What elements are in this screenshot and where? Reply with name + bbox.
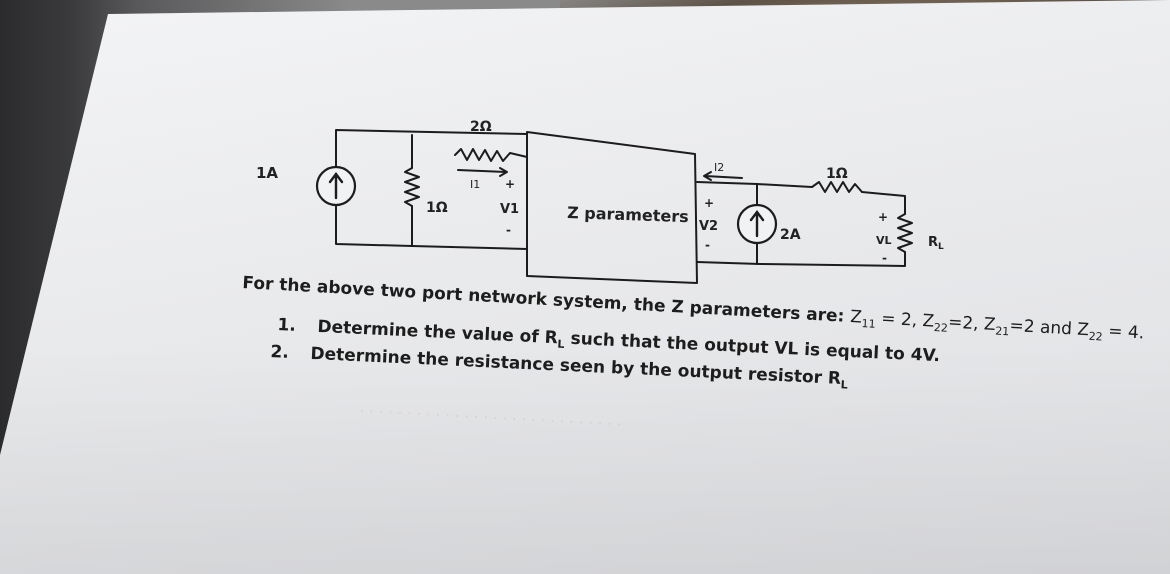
resistor-2ohm [454, 148, 528, 162]
arrow-i2-head [703, 171, 712, 181]
z-parameter-block [526, 131, 698, 284]
label-v2-minus: - [705, 238, 710, 252]
question-number: 2. [270, 342, 290, 363]
label-i1: I1 [470, 178, 480, 191]
label-r-1ohm-shunt: 1Ω [426, 200, 448, 216]
label-rl: RL [928, 235, 944, 252]
label-vl: VL [876, 234, 892, 247]
label-source-1a: 1A [256, 164, 278, 182]
label-r-1ohm-output: 1Ω [826, 166, 848, 182]
arrow-i1 [457, 169, 507, 173]
arrow-i2 [704, 175, 743, 179]
arrow-i1-head [499, 167, 508, 177]
resistor-1ohm-output [811, 181, 863, 193]
label-v1-minus: - [506, 223, 511, 237]
wire-bottom-left [335, 191, 413, 247]
question-number: 1. [277, 315, 297, 336]
label-source-2a: 2A [780, 227, 801, 243]
wire-bottom-mid [411, 245, 528, 250]
arrow-up-icon [328, 172, 344, 200]
label-z-parameters: Z parameters [567, 203, 689, 226]
label-vl-plus: + [878, 210, 888, 224]
resistor-rl [897, 213, 913, 253]
label-v2: V2 [699, 219, 718, 234]
wire-top-left [335, 129, 528, 193]
wire-top-right [696, 181, 813, 188]
label-v1: V1 [500, 202, 519, 217]
label-r-2ohm: 2Ω [470, 119, 492, 135]
wire-top-rl [861, 191, 906, 215]
arrow-up-icon [749, 210, 765, 238]
label-vl-minus: - [882, 251, 887, 265]
label-i2: I2 [714, 161, 724, 174]
wire-bottom-right [696, 251, 906, 267]
label-v1-plus: + [505, 177, 515, 191]
resistor-1ohm-shunt [404, 167, 420, 207]
label-v2-plus: + [704, 196, 714, 210]
